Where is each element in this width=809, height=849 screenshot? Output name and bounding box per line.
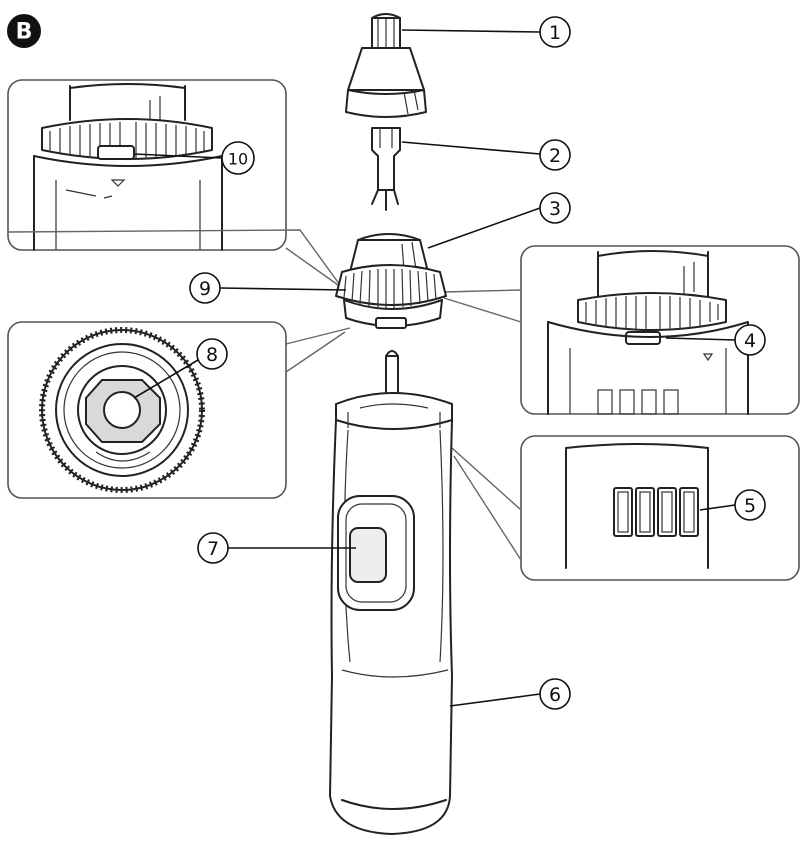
- leader-lines: [133, 29, 736, 707]
- svg-text:B: B: [16, 20, 33, 45]
- svg-text:2: 2: [549, 145, 561, 167]
- label-5: 5: [734, 489, 766, 521]
- callout-panel-dial-marker: [7, 79, 287, 251]
- svg-text:7: 7: [207, 538, 219, 560]
- label-1: 1: [539, 16, 571, 48]
- ring-ribs: [49, 122, 205, 160]
- callout-connectors: [7, 229, 522, 561]
- label-9: 9: [189, 272, 221, 304]
- base-ring-assembly: [335, 233, 447, 329]
- svg-text:5: 5: [744, 495, 756, 517]
- trimmer-handle: [329, 350, 453, 835]
- svg-text:3: 3: [549, 198, 561, 220]
- label-4: 4: [734, 324, 766, 356]
- svg-text:9: 9: [199, 278, 211, 300]
- label-10: 10: [221, 141, 255, 175]
- body-vents-detail: [597, 389, 679, 415]
- callout-panel-ring-underside: [7, 321, 287, 499]
- label-2: 2: [539, 139, 571, 171]
- svg-text:6: 6: [549, 684, 561, 706]
- svg-text:10: 10: [228, 150, 248, 169]
- base-ring-ribs: [343, 268, 437, 308]
- callout-panel-body-marker: [520, 245, 800, 415]
- trimmer-blade: [371, 127, 401, 211]
- trimmer-head-cap: [345, 13, 427, 118]
- label-8: 8: [196, 338, 228, 370]
- section-badge: B: [7, 14, 41, 48]
- svg-text:1: 1: [549, 22, 561, 44]
- power-switch[interactable]: [337, 495, 415, 611]
- label-3: 3: [539, 192, 571, 224]
- label-7: 7: [197, 532, 229, 564]
- callout-panel-vents: [520, 435, 800, 581]
- ring-ribs-right: [585, 296, 719, 330]
- label-6: 6: [539, 678, 571, 710]
- vent-slots: [613, 487, 699, 537]
- svg-text:8: 8: [206, 344, 218, 366]
- svg-text:4: 4: [744, 330, 756, 352]
